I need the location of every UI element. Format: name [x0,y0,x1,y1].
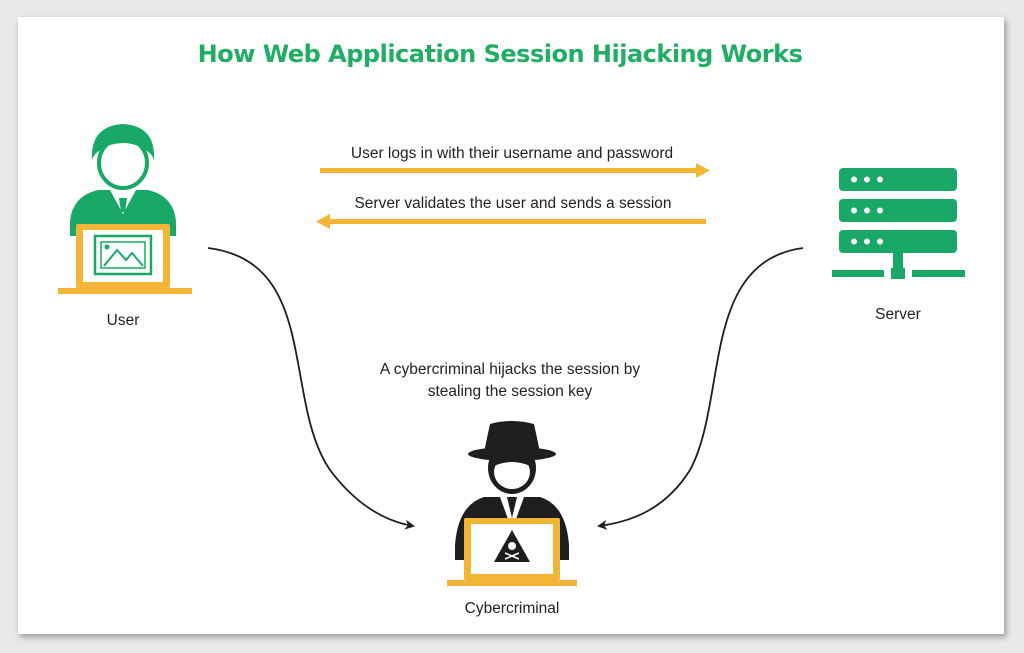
session-arrow [316,214,706,229]
login-arrow [320,163,710,178]
server-label: Server [875,306,921,323]
session-arrow-label: Server validates the user and sends a se… [354,195,671,212]
cybercriminal-icon [447,421,577,586]
server-icon [832,168,965,279]
diagram-title: How Web Application Session Hijacking Wo… [197,40,803,68]
login-arrow-label: User logs in with their username and pas… [351,145,673,162]
cybercriminal-label: Cybercriminal [465,600,560,617]
user-to-cybercriminal-arrow [207,247,415,530]
server-to-cybercriminal-arrow [597,247,804,530]
user-icon [58,124,192,294]
hijack-description: A cybercriminal hijacks the session by s… [330,359,690,403]
user-label: User [107,312,140,329]
hijack-text-line1: A cybercriminal hijacks the session by [379,361,641,378]
hijack-text-line2: stealing the session key [427,383,593,400]
